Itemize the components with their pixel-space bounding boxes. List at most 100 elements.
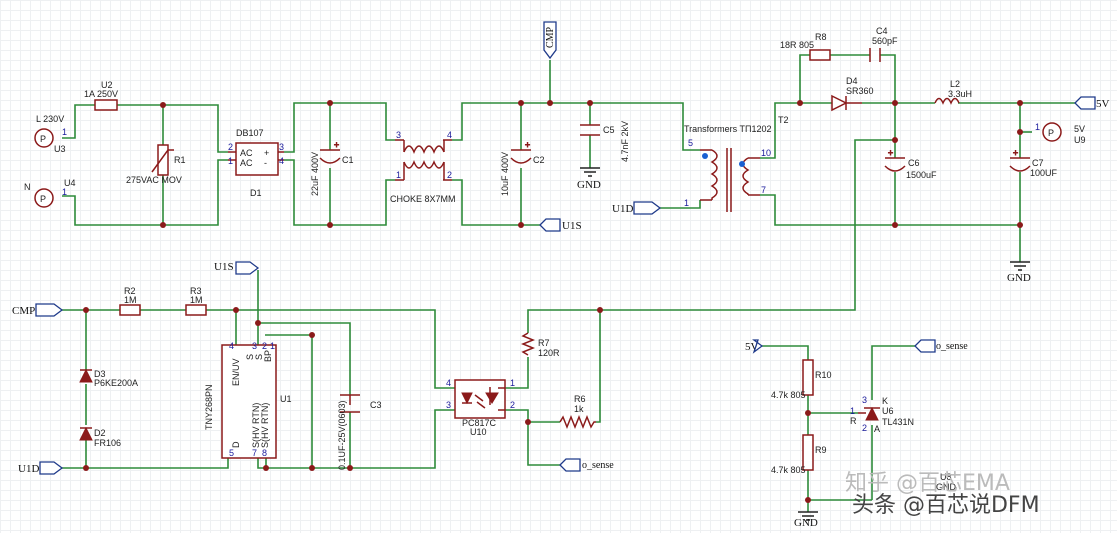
resistor-r2[interactable]: R2 1M [119, 286, 141, 316]
svg-text:2: 2 [228, 142, 233, 152]
junction [309, 332, 315, 338]
junctions [83, 100, 1023, 503]
svg-text:U8: U8 [940, 472, 952, 482]
svg-text:10: 10 [761, 148, 771, 158]
svg-text:U1S: U1S [214, 261, 234, 273]
polarity-dot [702, 153, 708, 159]
connector-u9[interactable]: P 1 5V U9 [1035, 122, 1086, 145]
svg-text:S: S [245, 354, 255, 360]
diode-d4[interactable]: D4 SR360 [831, 76, 874, 112]
junction [1017, 222, 1023, 228]
net-label-5v-fb[interactable]: 5V [745, 339, 764, 354]
svg-text:T2: T2 [778, 115, 789, 125]
svg-text:100UF: 100UF [1030, 168, 1058, 178]
ground-symbol: GND [577, 167, 601, 191]
capacitor-c3[interactable]: C3 0.1UF-25V(0603) [337, 394, 382, 470]
svg-text:CMP: CMP [12, 305, 35, 317]
varistor-r1[interactable]: R1 275VAC MOV [126, 144, 186, 185]
net-label-cmp-top[interactable]: CMP [543, 21, 557, 60]
svg-text:560pF: 560pF [872, 36, 898, 46]
svg-text:1500uF: 1500uF [906, 170, 937, 180]
svg-text:D4: D4 [846, 76, 858, 86]
svg-text:+: + [264, 148, 269, 158]
svg-text:18R 805: 18R 805 [780, 40, 814, 50]
svg-text:5: 5 [229, 448, 234, 458]
junction [892, 100, 898, 106]
ground-symbol: GND [794, 511, 818, 529]
bridge-rectifier-d1[interactable]: 2 1 3 4 AC AC + - DB107 D1 [228, 128, 284, 198]
svg-text:D2: D2 [94, 428, 106, 438]
resistor-r8[interactable]: R8 18R 805 [780, 32, 831, 61]
svg-text:1A 250V: 1A 250V [84, 89, 118, 99]
capacitor-c1[interactable]: + C1 22uF 400V [310, 140, 354, 197]
svg-text:C5: C5 [603, 125, 615, 135]
junction [83, 465, 89, 471]
svg-text:7: 7 [761, 185, 766, 195]
svg-text:U4: U4 [64, 178, 76, 188]
net-label-u1d-mid[interactable]: U1D [612, 201, 662, 215]
net-label-o-sense-2[interactable]: o_sense [914, 339, 968, 353]
junction [160, 222, 166, 228]
svg-text:1: 1 [1035, 122, 1040, 132]
resistor-r3[interactable]: R3 1M [185, 286, 207, 316]
transformer-t2[interactable]: Transformers TΠ1202 T2 5 1 10 7 [684, 115, 789, 212]
svg-text:PC817C: PC817C [462, 418, 497, 428]
svg-text:3: 3 [446, 400, 451, 410]
junction [597, 307, 603, 313]
junction [1017, 129, 1023, 135]
resistor-r10[interactable]: R10 4.7k 805 [771, 359, 832, 400]
svg-text:U1D: U1D [612, 203, 633, 215]
svg-text:3: 3 [252, 341, 257, 351]
optocoupler-u10[interactable]: 4 3 1 2 PC817C U10 [446, 378, 515, 437]
svg-text:3: 3 [396, 130, 401, 140]
resistor-r7[interactable]: R7 120R [520, 332, 560, 358]
choke[interactable]: 3 4 1 2 CHOKE 8X7MM [390, 130, 456, 204]
junction [518, 100, 524, 106]
svg-text:U6: U6 [882, 406, 894, 416]
svg-text:U1S: U1S [562, 220, 582, 232]
svg-text:U1: U1 [280, 394, 292, 404]
net-label-cmp-left[interactable]: CMP [12, 303, 64, 317]
svg-text:TNY268PN: TNY268PN [204, 384, 214, 430]
ic-u1-tny268pn[interactable]: 4 3 2 1 5 7 8 EN/UV S S BP D S(HV RTN) S… [204, 341, 292, 459]
net-label-5v-out[interactable]: 5V [1074, 96, 1110, 110]
svg-text:P: P [1048, 128, 1054, 138]
svg-text:+: + [525, 140, 530, 150]
svg-text:5V: 5V [1096, 98, 1110, 110]
svg-text:1: 1 [396, 170, 401, 180]
svg-text:2: 2 [862, 423, 867, 433]
svg-text:10uF 400V: 10uF 400V [500, 152, 510, 196]
capacitor-c6[interactable]: + C6 1500uF [884, 148, 937, 180]
svg-text:3: 3 [279, 142, 284, 152]
shunt-regulator-u6[interactable]: 1 3 2 R A K U6 TL431N [850, 395, 914, 434]
svg-text:GND: GND [577, 179, 601, 191]
tvs-diode-d3[interactable]: D3 P6KE200A [79, 368, 138, 388]
wires [62, 54, 1075, 512]
svg-text:2: 2 [510, 400, 515, 410]
fuse-u2[interactable]: U2 1A 250V [84, 80, 118, 111]
svg-text:L 230V: L 230V [36, 114, 64, 124]
net-label-u1d-left[interactable]: U1D [18, 461, 64, 475]
net-label-u1s-mid[interactable]: U1S [214, 261, 260, 275]
svg-text:头条 @百芯说DFM: 头条 @百芯说DFM [852, 493, 1040, 518]
capacitor-c5[interactable]: C5 4.7nF 2kV [580, 121, 630, 162]
net-label-o-sense-1[interactable]: o_sense [559, 458, 614, 472]
diode-d2[interactable]: D2 FR106 [79, 426, 121, 448]
capacitor-c7[interactable]: + C7 100UF [1009, 148, 1058, 178]
capacitor-c2[interactable]: + C2 10uF 400V [500, 140, 545, 197]
connector-u4[interactable]: P 1 N U4 [24, 178, 76, 208]
resistor-r9[interactable]: R9 4.7k 805 [771, 434, 827, 475]
svg-text:CHOKE 8X7MM: CHOKE 8X7MM [390, 194, 456, 204]
svg-text:C7: C7 [1032, 158, 1044, 168]
capacitor-c4[interactable]: C4 560pF [869, 26, 898, 62]
svg-text:GND: GND [1007, 272, 1031, 284]
svg-text:120R: 120R [538, 348, 560, 358]
net-label-u1s-top[interactable]: U1S [539, 218, 582, 232]
inductor-l2[interactable]: L2 3.3uH [934, 79, 972, 105]
connector-u3[interactable]: P 1 L 230V U3 [34, 114, 67, 154]
svg-text:275VAC MOV: 275VAC MOV [126, 175, 182, 185]
svg-text:C4: C4 [876, 26, 888, 36]
resistor-r6[interactable]: R6 1k [559, 394, 596, 430]
